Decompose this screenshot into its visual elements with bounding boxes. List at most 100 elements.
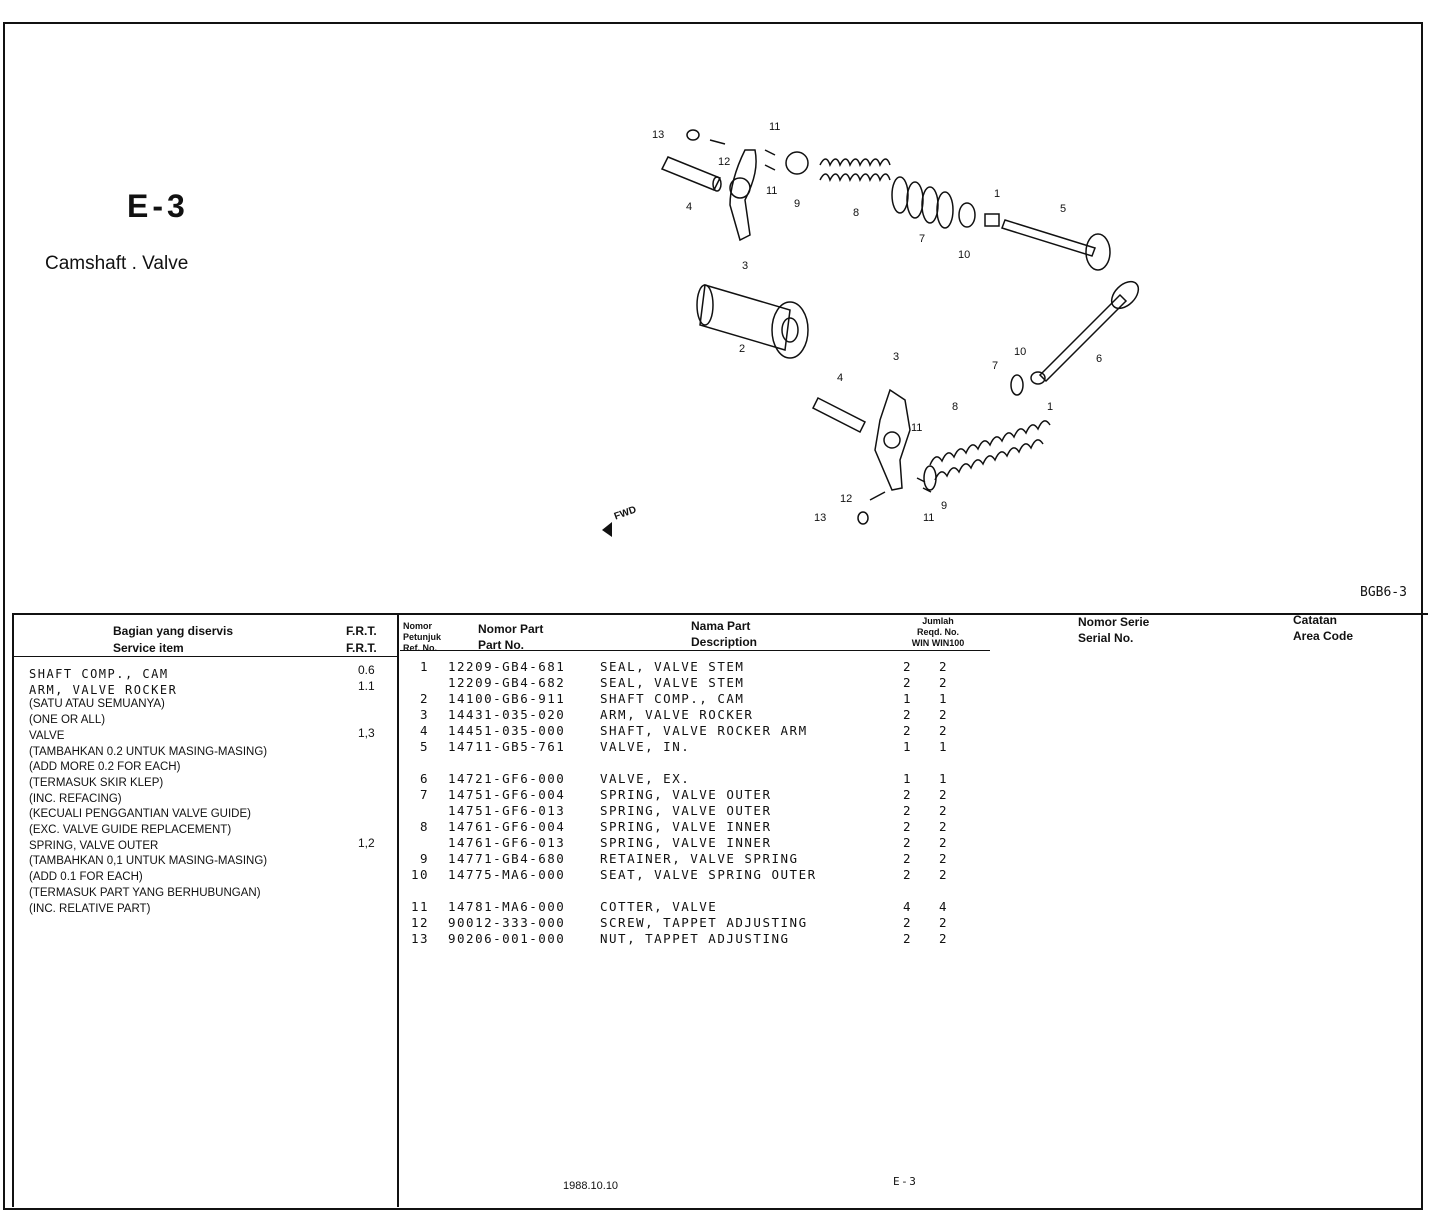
callout: 3 — [742, 260, 749, 272]
retainer-upper — [785, 151, 809, 175]
part-no: 14751-GF6-013 — [448, 803, 566, 818]
service-item: (TAMBAHKAN 0,1 UNTUK MASING-MASING) — [29, 855, 268, 868]
service-item: SPRING, VALVE OUTER — [29, 839, 159, 852]
service-item: (INC. REFACING) — [29, 792, 122, 805]
ref-no: 11 — [410, 899, 429, 914]
section-title: Camshaft . Valve — [45, 253, 189, 274]
qty-win: 2 — [903, 675, 913, 690]
ref-no: 1 — [419, 659, 429, 674]
frt-header-id: F.R.T. — [346, 624, 377, 638]
section-code: E-3 — [127, 188, 189, 224]
note-header-id: Catatan — [1293, 613, 1338, 627]
desc-header-en: Description — [691, 635, 758, 649]
exhaust-valve — [1038, 280, 1140, 383]
service-item: (TERMASUK PART YANG BERHUBUNGAN) — [29, 886, 261, 899]
part-no: 14711-GB5-761 — [448, 739, 566, 754]
callout: 12 — [840, 493, 853, 505]
description: COTTER, VALVE — [600, 899, 718, 914]
ref-no: 4 — [419, 723, 429, 738]
screw-lower — [869, 491, 886, 501]
callout: 13 — [814, 512, 827, 524]
qty-win100: 1 — [939, 771, 949, 786]
callout: 11 — [769, 121, 781, 133]
description: SPRING, VALVE OUTER — [600, 787, 772, 802]
qty-win: 2 — [903, 787, 913, 802]
ref-no: 12 — [410, 915, 429, 930]
callout: 10 — [958, 249, 971, 261]
description: VALVE, IN. — [600, 739, 691, 754]
qty-win: 1 — [903, 739, 913, 754]
description: ARM, VALVE ROCKER — [600, 707, 754, 722]
part-no: 14721-GF6-000 — [448, 771, 566, 786]
qty-win100: 2 — [939, 835, 949, 850]
ref-no: 10 — [410, 867, 429, 882]
rocker-shaft-upper — [660, 156, 722, 192]
callout: 4 — [837, 372, 844, 384]
part-no: 14451-035-000 — [448, 723, 566, 738]
part-header-id: Nomor Part — [478, 622, 544, 636]
description: SEAL, VALVE STEM — [600, 659, 745, 674]
qty-win: 2 — [903, 707, 913, 722]
qty-win100: 2 — [939, 723, 949, 738]
seal-upper — [984, 213, 1000, 227]
callout: 10 — [1014, 346, 1027, 358]
rocker-shaft-lower — [811, 396, 867, 434]
service-item: (EXC. VALVE GUIDE REPLACEMENT) — [29, 824, 232, 836]
ref-header-id1: Nomor — [403, 621, 432, 631]
cotters-lower — [916, 477, 932, 493]
service-item-frt: 1,2 — [358, 835, 375, 850]
service-item: (TAMBAHKAN 0.2 UNTUK MASING-MASING) — [29, 745, 268, 758]
callout: 6 — [1096, 353, 1103, 365]
serial-header-id: Nomor Serie — [1078, 615, 1150, 629]
description: SCREW, TAPPET ADJUSTING — [600, 915, 808, 930]
screw-upper — [709, 139, 726, 145]
exploded-parts-diagram — [602, 129, 1140, 537]
frt-header-en: F.R.T. — [346, 641, 377, 655]
table-left-rule — [12, 613, 14, 1207]
description: SEAT, VALVE SPRING OUTER — [600, 867, 817, 882]
callout: 13 — [652, 129, 665, 141]
callout: 11 — [923, 512, 935, 524]
service-item-frt: 1,3 — [358, 725, 375, 740]
service-item: (ADD MORE 0.2 FOR EACH) — [29, 761, 181, 774]
service-item: ARM, VALVE ROCKER — [29, 682, 178, 697]
retainer-lower — [923, 465, 937, 491]
qty-win100: 2 — [939, 819, 949, 834]
callout: 8 — [952, 401, 959, 413]
camshaft — [696, 284, 809, 359]
sheet-code: BGB6-3 — [1360, 585, 1407, 600]
springs-lower — [929, 420, 1051, 481]
ref-no: 9 — [419, 851, 429, 866]
qty-win100: 1 — [939, 739, 949, 754]
callout: 1 — [1047, 401, 1054, 413]
callout: 5 — [1060, 203, 1067, 215]
description: SEAL, VALVE STEM — [600, 675, 745, 690]
ref-no: 3 — [419, 707, 429, 722]
nut-lower — [857, 511, 869, 525]
qty-win: 2 — [903, 803, 913, 818]
part-no: 14751-GF6-004 — [448, 787, 566, 802]
ref-header-id2: Petunjuk — [403, 632, 442, 642]
part-no: 12209-GB4-681 — [448, 659, 566, 674]
qty-win: 2 — [903, 659, 913, 674]
qty-win: 1 — [903, 771, 913, 786]
ref-no: 6 — [419, 771, 429, 786]
qty-win100: 2 — [939, 659, 949, 674]
qty-win100: 2 — [939, 787, 949, 802]
callout: 7 — [992, 360, 999, 372]
qty-win100: 4 — [939, 899, 949, 914]
ref-no: 13 — [410, 931, 429, 946]
qty-win: 1 — [903, 691, 913, 706]
part-no: 14761-GF6-013 — [448, 835, 566, 850]
qty-win100: 2 — [939, 675, 949, 690]
service-item: VALVE — [29, 729, 65, 742]
description: VALVE, EX. — [600, 771, 691, 786]
qty-win: 2 — [903, 851, 913, 866]
qty-win100: 2 — [939, 931, 949, 946]
desc-header-id: Nama Part — [691, 619, 751, 633]
qty-win: 2 — [903, 915, 913, 930]
description: SHAFT COMP., CAM — [600, 691, 745, 706]
footer-page: E-3 — [893, 1175, 918, 1188]
service-item: (ONE OR ALL) — [29, 714, 106, 727]
service-header-en: Service item — [113, 641, 184, 655]
